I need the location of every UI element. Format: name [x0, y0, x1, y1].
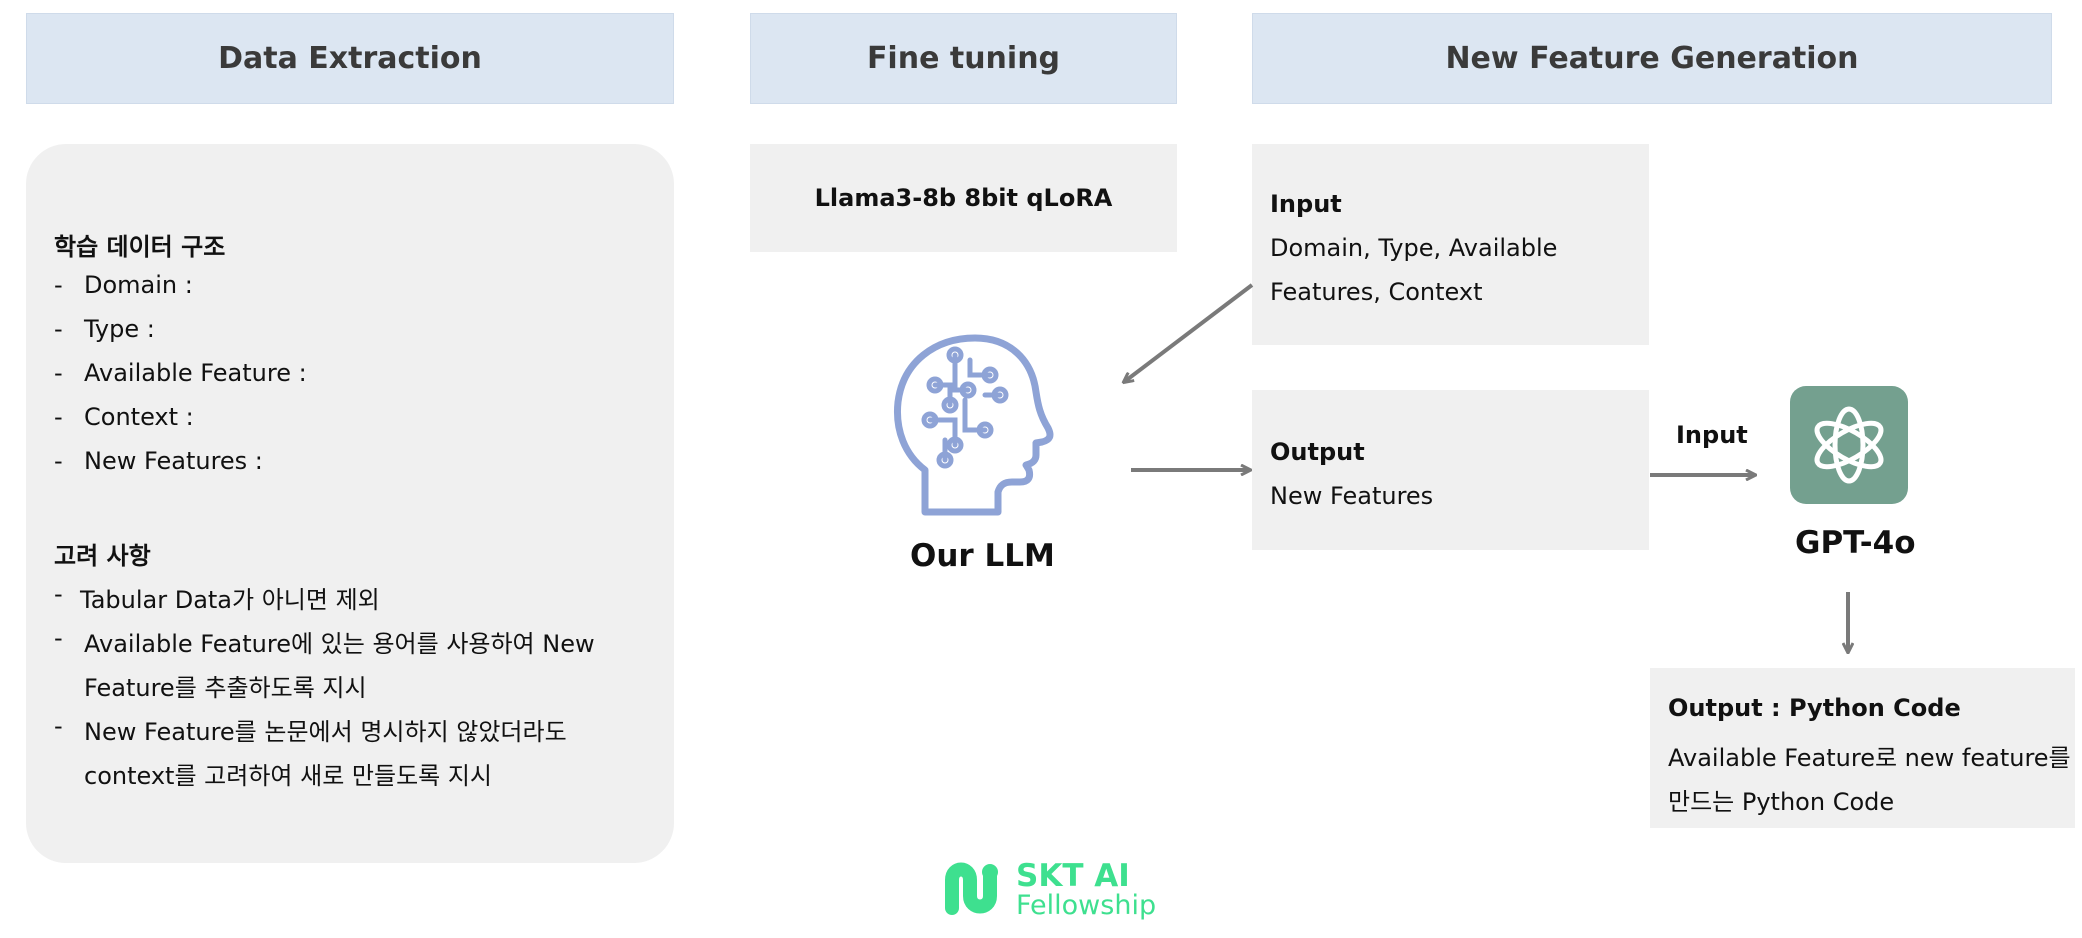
python-code-line: 만드는 Python Code — [1668, 788, 1895, 816]
input-title: Input — [1270, 190, 1342, 218]
consideration-item: New Feature를 논문에서 명시하지 않았더라도 — [84, 718, 567, 746]
openai-knot-shape — [1814, 406, 1884, 484]
list-item-new-features: New Features : — [84, 447, 263, 475]
considerations-title: 고려 사항 — [54, 542, 151, 570]
training-data-structure-title: 학습 데이터 구조 — [54, 233, 226, 261]
input-box: Input Domain, Type, Available Features, … — [1252, 144, 1649, 345]
bullet: - — [54, 580, 63, 608]
header-data-extraction: Data Extraction — [26, 13, 674, 104]
data-extraction-box: 학습 데이터 구조 - Domain : - Type : - Availabl… — [26, 144, 674, 863]
python-code-title: Output : Python Code — [1668, 694, 1961, 722]
logo-dot — [982, 864, 998, 880]
output-text: New Features — [1270, 482, 1434, 510]
skt-fellowship-logo-mark — [945, 862, 997, 915]
header-new-feature-generation: New Feature Generation — [1252, 13, 2052, 104]
list-item-domain: Domain : — [84, 271, 193, 299]
bullet: - — [54, 624, 63, 652]
fine-tuning-box: Llama3-8b 8bit qLoRA — [750, 144, 1177, 252]
python-code-box: Output : Python Code Available Feature로 … — [1650, 668, 2075, 828]
input-line: Domain, Type, Available — [1270, 234, 1558, 262]
our-llm-label: Our LLM — [910, 538, 1055, 574]
bullet: - — [54, 712, 63, 740]
logo-text-skt-ai: SKT AI — [1016, 858, 1130, 894]
bullet: - — [54, 271, 63, 299]
consideration-item: Tabular Data가 아니면 제외 — [80, 586, 380, 614]
list-item-type: Type : — [84, 315, 155, 343]
consideration-item-continued: Feature를 추출하도록 지시 — [84, 674, 367, 702]
arrow-input-to-llm — [1124, 283, 1254, 382]
list-item-context: Context : — [84, 403, 194, 431]
output-box: Output New Features — [1252, 390, 1649, 550]
python-code-line: Available Feature로 new feature를 — [1668, 744, 2071, 772]
gpt-arrow-input-label: Input — [1676, 421, 1748, 449]
circuit-icon — [921, 346, 1009, 469]
list-item-available-feature: Available Feature : — [84, 359, 307, 387]
header-fine-tuning: Fine tuning — [750, 13, 1177, 104]
brain-head-icon — [893, 334, 1054, 516]
bullet: - — [54, 359, 63, 387]
output-title: Output — [1270, 438, 1365, 466]
consideration-item: Available Feature에 있는 용어를 사용하여 New — [84, 630, 595, 658]
gpt-4o-label: GPT-4o — [1795, 525, 1916, 561]
logo-text-fellowship: Fellowship — [1016, 890, 1157, 921]
bullet: - — [54, 315, 63, 343]
openai-knot-icon — [1790, 386, 1908, 504]
consideration-item-continued: context를 고려하여 새로 만들도록 지시 — [84, 762, 493, 790]
bullet: - — [54, 403, 63, 431]
input-line: Features, Context — [1270, 278, 1483, 306]
model-config-label: Llama3-8b 8bit qLoRA — [814, 184, 1113, 212]
bullet: - — [54, 447, 63, 475]
